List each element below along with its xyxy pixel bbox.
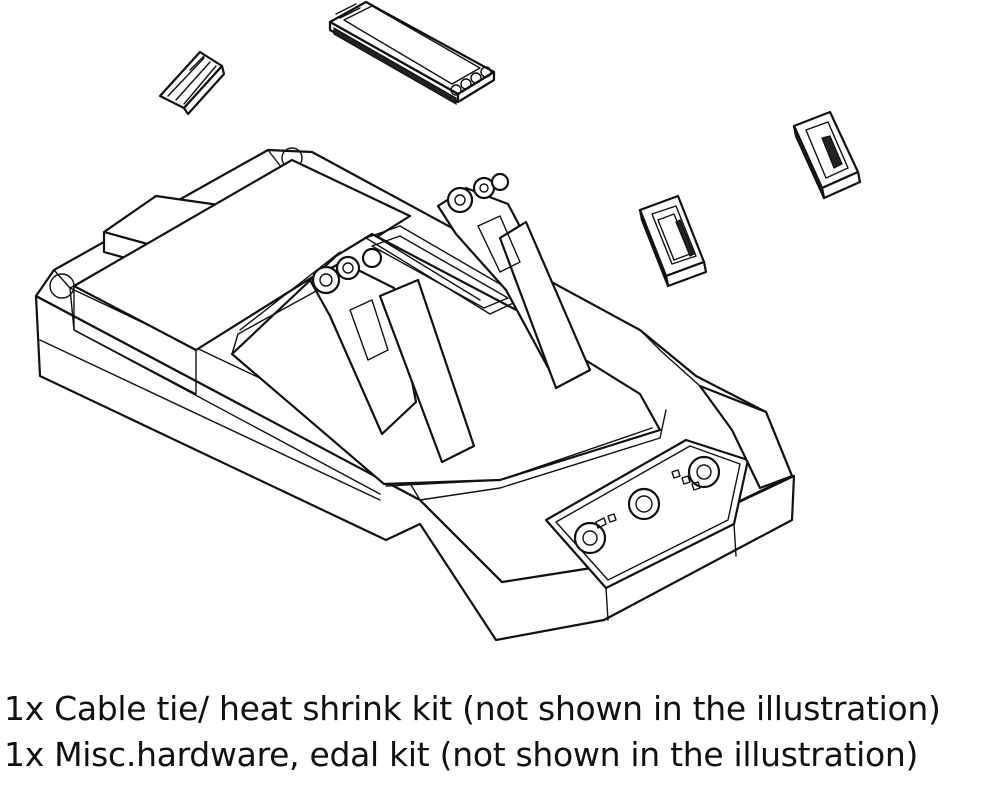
note-cable-tie-kit: 1x Cable tie/ heat shrink kit (not shown… <box>4 689 941 728</box>
parts-notes: 1x Cable tie/ heat shrink kit (not shown… <box>4 686 986 778</box>
exploded-parts-illustration <box>34 0 862 642</box>
pedal-base-housing <box>34 147 796 642</box>
connector-part-lower <box>638 194 708 288</box>
note-misc-hardware-kit: 1x Misc.hardware, edal kit (not shown in… <box>4 735 919 774</box>
connector-part-upper <box>792 110 862 200</box>
cable-clip-part <box>158 50 226 116</box>
circuit-board-part <box>328 0 496 106</box>
line-drawing <box>34 0 862 642</box>
